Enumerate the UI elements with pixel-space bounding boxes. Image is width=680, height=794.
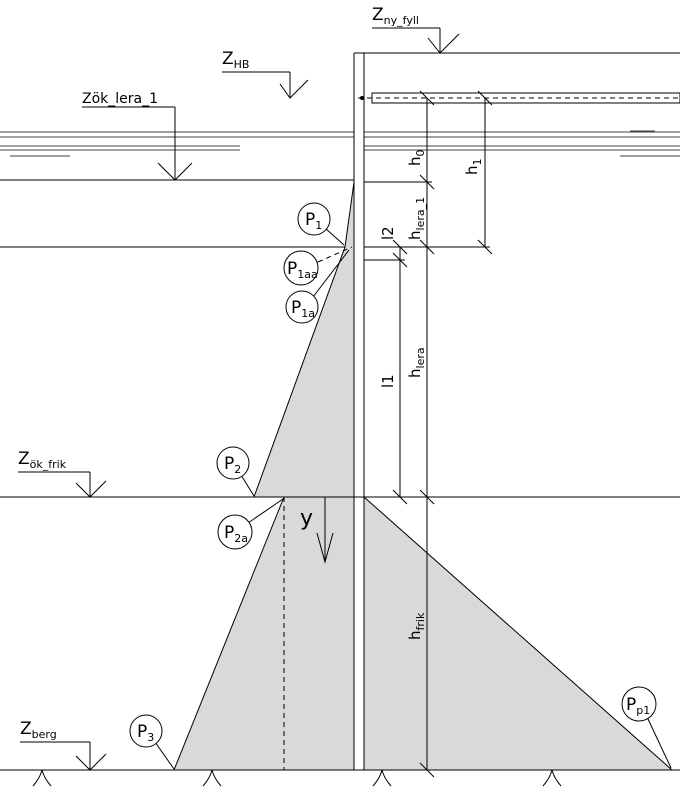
svg-text:ZHB: ZHB (222, 49, 249, 71)
svg-text:P3: P3 (137, 722, 154, 744)
level-marker-ok-lera-1: Zök_lera_1 (82, 91, 193, 181)
svg-text:hlera_1: hlera_1 (406, 197, 427, 240)
point-label-p2a: P2a (217, 498, 284, 550)
point-label-p1a: P1a (285, 249, 350, 324)
level-marker-berg: Zberg (20, 719, 107, 771)
y-axis-label: y (300, 506, 313, 531)
svg-text:h1: h1 (463, 158, 484, 175)
bedrock-hatch-symbols (32, 769, 562, 787)
active-pressure-area-friction (173, 496, 355, 771)
point-label-pp1: Pp1 (621, 686, 672, 769)
dimension-h-lera: hlera (406, 347, 435, 505)
point-label-p1aa: P1aa (283, 250, 319, 286)
level-marker-ok-frik: Zök_frik (18, 449, 107, 498)
y-axis-arrowhead (316, 532, 334, 564)
p1aa-dashed-line (317, 246, 353, 263)
svg-text:h0: h0 (406, 149, 427, 166)
svg-text:Zök_frik: Zök_frik (18, 449, 67, 471)
svg-text:Zberg: Zberg (20, 719, 57, 741)
svg-text:Pp1: Pp1 (626, 695, 650, 717)
level-marker-hb: ZHB (222, 49, 309, 99)
anchor-point (360, 96, 364, 100)
svg-text:P2a: P2a (224, 523, 248, 545)
svg-text:Zök_lera_1: Zök_lera_1 (82, 91, 158, 107)
dimension-h-frik: hfrik (406, 612, 435, 778)
svg-text:hlera: hlera (406, 347, 427, 378)
svg-text:l2: l2 (379, 226, 397, 240)
dimension-h0: h0 (364, 90, 435, 770)
svg-text:P1a: P1a (291, 298, 315, 320)
point-label-p1: P1 (297, 202, 345, 246)
svg-text:P1aa: P1aa (287, 259, 318, 281)
svg-text:Zny_fyll: Zny_fyll (372, 5, 419, 27)
point-label-p3: P3 (129, 714, 175, 770)
anchor-rod (371, 92, 680, 104)
level-marker-ny-fyll: Zny_fyll (372, 5, 460, 54)
dimension-h-lera-1: hlera_1 (406, 197, 435, 255)
svg-text:P1: P1 (305, 210, 322, 232)
svg-text:l1: l1 (379, 374, 397, 388)
svg-text:hfrik: hfrik (406, 612, 427, 640)
point-label-p2: P2 (216, 446, 255, 497)
dimension-l1: l1 (379, 260, 408, 505)
svg-text:P2: P2 (224, 454, 241, 476)
dimension-l2: l2 (364, 226, 408, 268)
